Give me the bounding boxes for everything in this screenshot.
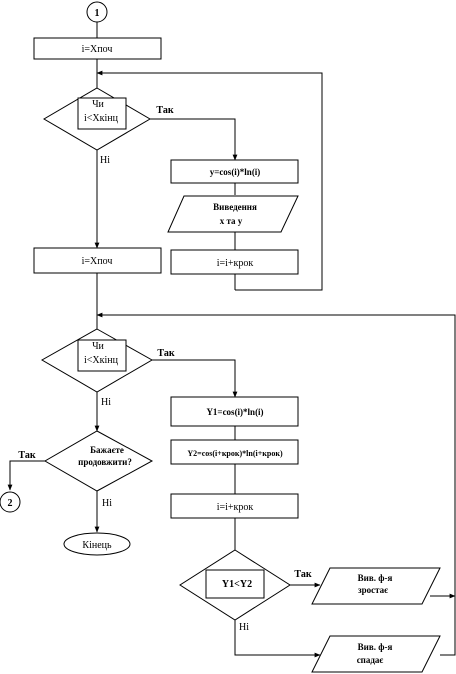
decision-2-line2: i<Хкінц bbox=[84, 355, 119, 366]
d2-yes-line bbox=[152, 359, 238, 398]
box-inc2: i=i+крок bbox=[170, 493, 299, 519]
decision-3-yes-label: Так bbox=[18, 450, 35, 461]
connector-exit: 2 bbox=[0, 491, 21, 513]
decision-2-line1: Чи bbox=[92, 341, 104, 352]
io-out2: Вив. ф-я зростає bbox=[311, 567, 441, 605]
decision-3-no-label: Ні bbox=[102, 498, 112, 509]
d1-yes-line bbox=[150, 118, 238, 161]
connector-exit-label: 2 bbox=[8, 498, 13, 509]
loop-back-line-1 bbox=[96, 70, 323, 291]
decision-1-yes-label: Так bbox=[156, 105, 173, 116]
decision-4-no-label: Ні bbox=[239, 622, 249, 633]
box-inc1: i=i+крок bbox=[170, 249, 299, 275]
box-y-calc: y=cos(i)*ln(i) bbox=[170, 159, 299, 184]
connector-top: 1 bbox=[86, 1, 108, 23]
terminal-end: Кінець bbox=[63, 532, 131, 556]
decision-1-no-label: Ні bbox=[100, 155, 110, 166]
decision-4-yes-label: Так bbox=[294, 569, 311, 580]
io-out3-line1: Вив. ф-я bbox=[358, 642, 393, 652]
decision-2: Чи i<Хкінц Так Ні bbox=[40, 328, 175, 408]
io-out1-line2: х та у bbox=[220, 216, 243, 226]
decision-4: Y1<Y2 Так Ні bbox=[179, 549, 312, 633]
box-init2: i=Хпоч bbox=[33, 247, 162, 274]
io-out2-line1: Вив. ф-я bbox=[358, 573, 393, 583]
decision-4-label: Y1<Y2 bbox=[222, 579, 252, 590]
box-y1-calc: Y1=cos(i)*ln(i) bbox=[170, 396, 299, 427]
decision-2-no-label: Ні bbox=[101, 397, 111, 408]
d4-no-line bbox=[234, 620, 321, 658]
decision-3-line2: продовжити? bbox=[78, 457, 132, 467]
box-init1: i=Хпоч bbox=[33, 37, 162, 60]
decision-3-line1: Бажаєте bbox=[90, 445, 124, 455]
connector-top-label: 1 bbox=[95, 8, 100, 19]
d3-yes-line bbox=[7, 460, 45, 491]
io-out3-line2: спадає bbox=[357, 655, 384, 665]
terminal-end-label: Кінець bbox=[82, 540, 112, 551]
decision-3: Бажаєте продовжити? Так Ні bbox=[18, 430, 154, 509]
box-y2-calc-label: Y2=cos(i+крок)*ln(i+крок) bbox=[187, 449, 283, 458]
decision-1-line1: Чи bbox=[92, 99, 104, 110]
connector-lines bbox=[7, 22, 456, 658]
box-y1-calc-label: Y1=cos(i)*ln(i) bbox=[206, 407, 263, 417]
box-inc2-label: i=i+крок bbox=[217, 502, 254, 513]
loop-back-line-2 bbox=[96, 312, 456, 656]
box-inc1-label: i=i+крок bbox=[217, 258, 254, 269]
io-out3: Вив. ф-я спадає bbox=[311, 635, 441, 673]
box-init2-label: i=Хпоч bbox=[82, 256, 113, 267]
io-out1-line1: Виведення bbox=[213, 202, 257, 212]
io-out2-line2: зростає bbox=[358, 585, 388, 595]
decision-1: Чи i<Хкінц Так Ні bbox=[43, 87, 174, 166]
box-y2-calc: Y2=cos(i+крок)*ln(i+крок) bbox=[170, 439, 299, 465]
box-init1-label: i=Хпоч bbox=[82, 44, 113, 55]
io-out1: Виведення х та у bbox=[167, 195, 299, 233]
box-y-calc-label: y=cos(i)*ln(i) bbox=[210, 167, 261, 177]
decision-2-yes-label: Так bbox=[157, 348, 174, 359]
decision-1-line2: i<Хкінц bbox=[84, 113, 119, 124]
